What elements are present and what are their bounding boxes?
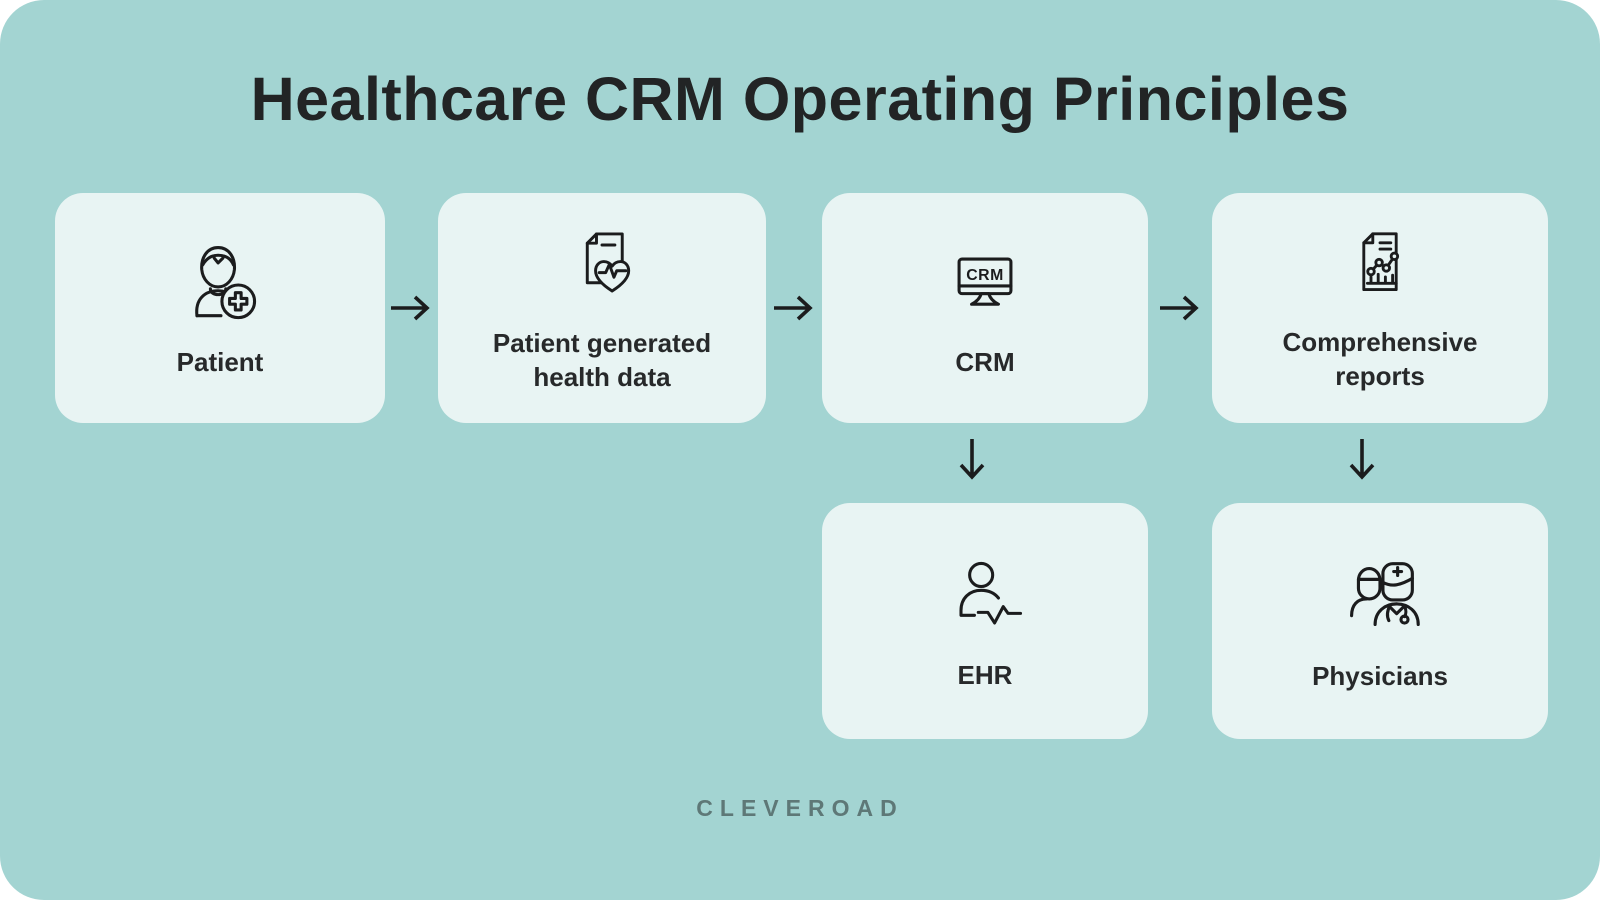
arrow-right-icon [772, 294, 816, 327]
card-label: CRM [955, 346, 1015, 377]
card-patient: Patient [55, 193, 385, 423]
arrow-down-icon [1347, 437, 1377, 488]
arrow-right-icon [389, 294, 433, 327]
card-physicians: Physicians [1212, 503, 1548, 739]
card-label: Comprehensive reports [1282, 327, 1478, 391]
cleveroad-logo-text: CLEVEROAD [696, 795, 904, 821]
card-label: Patient [176, 346, 264, 377]
card-comprehensive-reports: Comprehensive reports [1212, 193, 1548, 423]
card-label: Patient generated health data [492, 328, 712, 392]
diagram-title: Healthcare CRM Operating Principles [250, 65, 1350, 133]
card-crm: CRM CRM [822, 193, 1148, 423]
card-label: Physicians [1312, 660, 1448, 691]
card-label: EHR [957, 659, 1013, 690]
patient-plus-icon [172, 237, 268, 333]
card-patient-generated-health-data: Patient generated health data [438, 193, 766, 423]
document-heart-pulse-icon [556, 222, 648, 314]
arrow-down-icon [957, 437, 987, 488]
two-doctors-icon [1331, 549, 1429, 647]
person-pulse-icon [937, 550, 1033, 646]
arrow-right-icon [1158, 294, 1202, 327]
report-chart-document-icon [1335, 223, 1425, 313]
crm-screen-text: CRM [966, 267, 1004, 284]
crm-monitor-icon: CRM [937, 237, 1033, 333]
card-ehr: EHR [822, 503, 1148, 739]
